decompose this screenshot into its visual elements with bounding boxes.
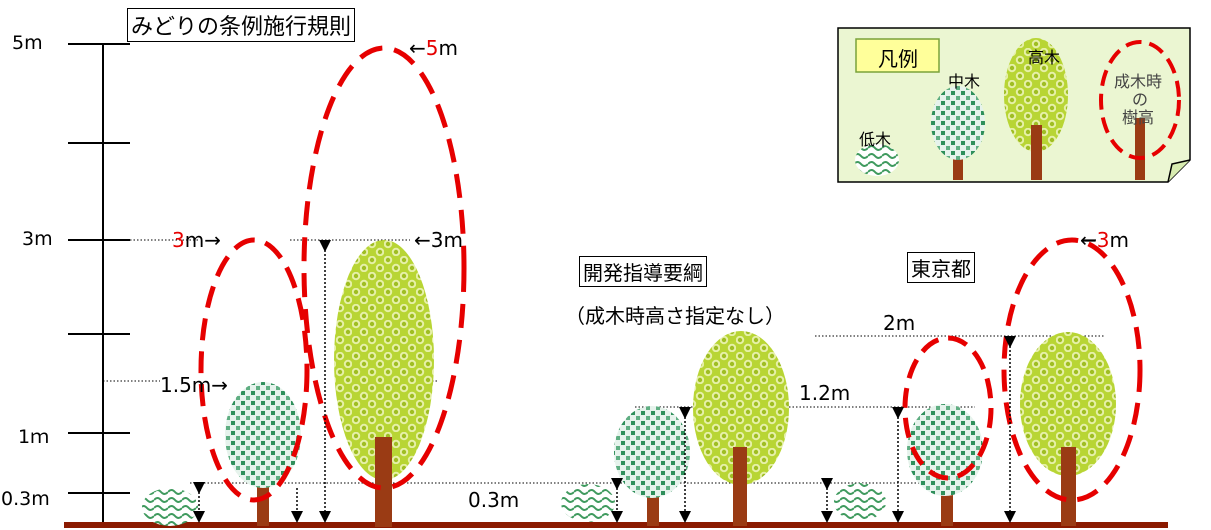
tall-tree-right xyxy=(1020,332,1116,526)
mid-tree-left xyxy=(225,382,301,526)
mature-height-outline-2m xyxy=(902,335,994,481)
legend-mature-height-1: 成木時 xyxy=(1114,72,1163,91)
measure-arrows-left xyxy=(193,240,331,523)
low-tree-middle xyxy=(561,484,615,522)
axis-label-3m: 3m xyxy=(22,228,53,250)
legend-mature-height-2: の xyxy=(1132,90,1149,109)
low-tree-right xyxy=(834,483,886,521)
mid-tree-middle xyxy=(614,406,690,526)
label-3m-right: ←3m xyxy=(414,228,463,252)
section-title-development: 開発指導要綱 xyxy=(579,256,707,287)
axis-label-1m: 1ｍ xyxy=(18,426,50,448)
mature-height-outline-3m-left xyxy=(198,237,310,503)
label-3m-left: 3m→ xyxy=(172,228,221,252)
label-2m: 2m xyxy=(883,311,916,335)
label-3m-tokyo: ←3m xyxy=(1080,228,1129,252)
legend-box xyxy=(837,27,1191,183)
section-subtitle-no-height: （成木時高さ指定なし） xyxy=(565,304,785,328)
label-5m: ←5m xyxy=(409,36,458,60)
tall-tree-left xyxy=(334,240,434,527)
label-1-2m: 1.2m xyxy=(799,381,851,405)
ground-line xyxy=(64,522,1168,528)
diagram-title: みどりの条例施行規則 xyxy=(127,8,356,42)
tall-tree-middle xyxy=(693,331,789,526)
legend-mature-height-3: 樹高 xyxy=(1122,108,1155,127)
height-scale xyxy=(68,43,130,525)
label-1-5m: 1.5m→ xyxy=(160,373,229,397)
legend-low-tree: 低木 xyxy=(859,130,892,149)
section-title-tokyo: 東京都 xyxy=(907,252,975,283)
measure-arrows-middle xyxy=(611,407,833,523)
low-tree-left xyxy=(142,488,198,526)
label-0-3m: 0.3m xyxy=(468,488,520,512)
axis-label-0-3m: 0.3m xyxy=(1,488,50,510)
mature-height-outline-5m xyxy=(301,45,467,491)
measure-arrows-right xyxy=(892,336,1016,523)
legend-tall-tree: 高木 xyxy=(1028,48,1061,67)
legend-title: 凡例 xyxy=(878,47,918,71)
legend-mid-tree: 中木 xyxy=(948,72,981,91)
axis-label-5m: 5m xyxy=(12,32,43,54)
